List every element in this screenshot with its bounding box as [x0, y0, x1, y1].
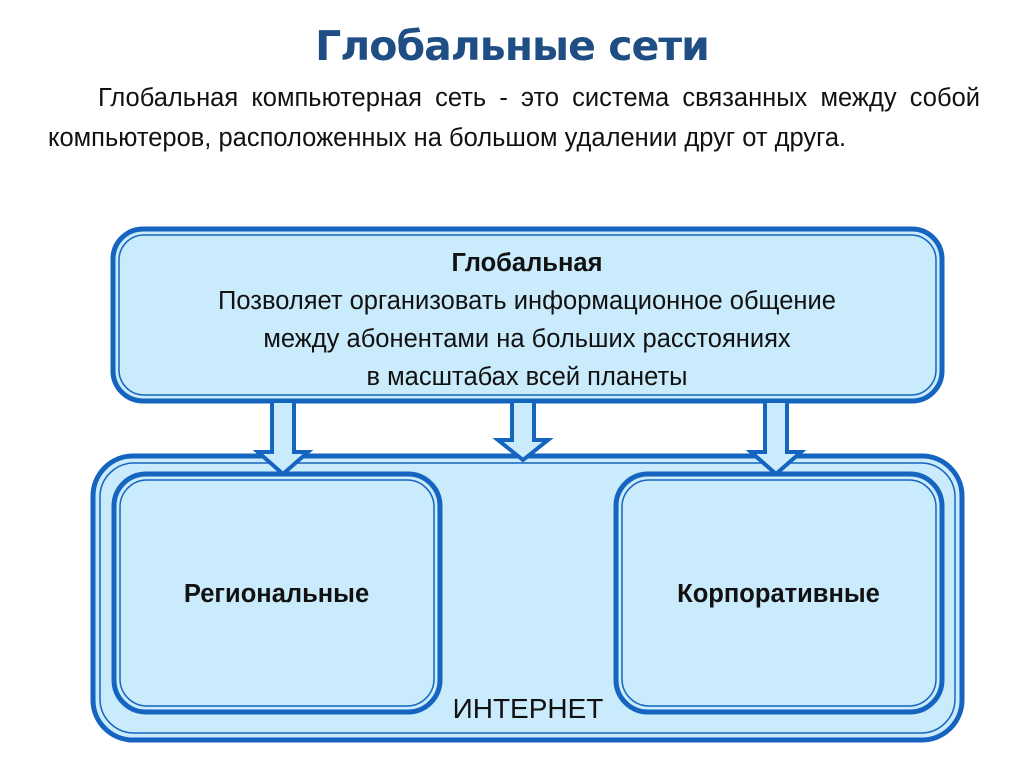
- arrow-down-icon: [492, 399, 554, 463]
- regional-box: [111, 471, 443, 715]
- arrow-down-icon: [252, 399, 314, 477]
- internet-label: ИНТЕРНЕТ: [452, 693, 604, 724]
- intro-paragraph: Глобальная компьютерная сеть - это систе…: [48, 84, 980, 152]
- regional-label: Региональные: [183, 580, 370, 608]
- corporate-label: Корпоративные: [677, 580, 880, 608]
- global-line-2: между абонентами на больших расстояниях: [263, 325, 791, 353]
- global-heading: Глобальная: [451, 249, 603, 277]
- page-title: Глобальные сети: [315, 22, 710, 70]
- global-line-3: в масштабах всей планеты: [366, 363, 688, 391]
- global-line-1: Позволяет организовать информационное об…: [218, 287, 836, 315]
- arrow-down-icon: [745, 399, 807, 477]
- global-box-text: Глобальная Позволяет организовать информ…: [112, 244, 942, 396]
